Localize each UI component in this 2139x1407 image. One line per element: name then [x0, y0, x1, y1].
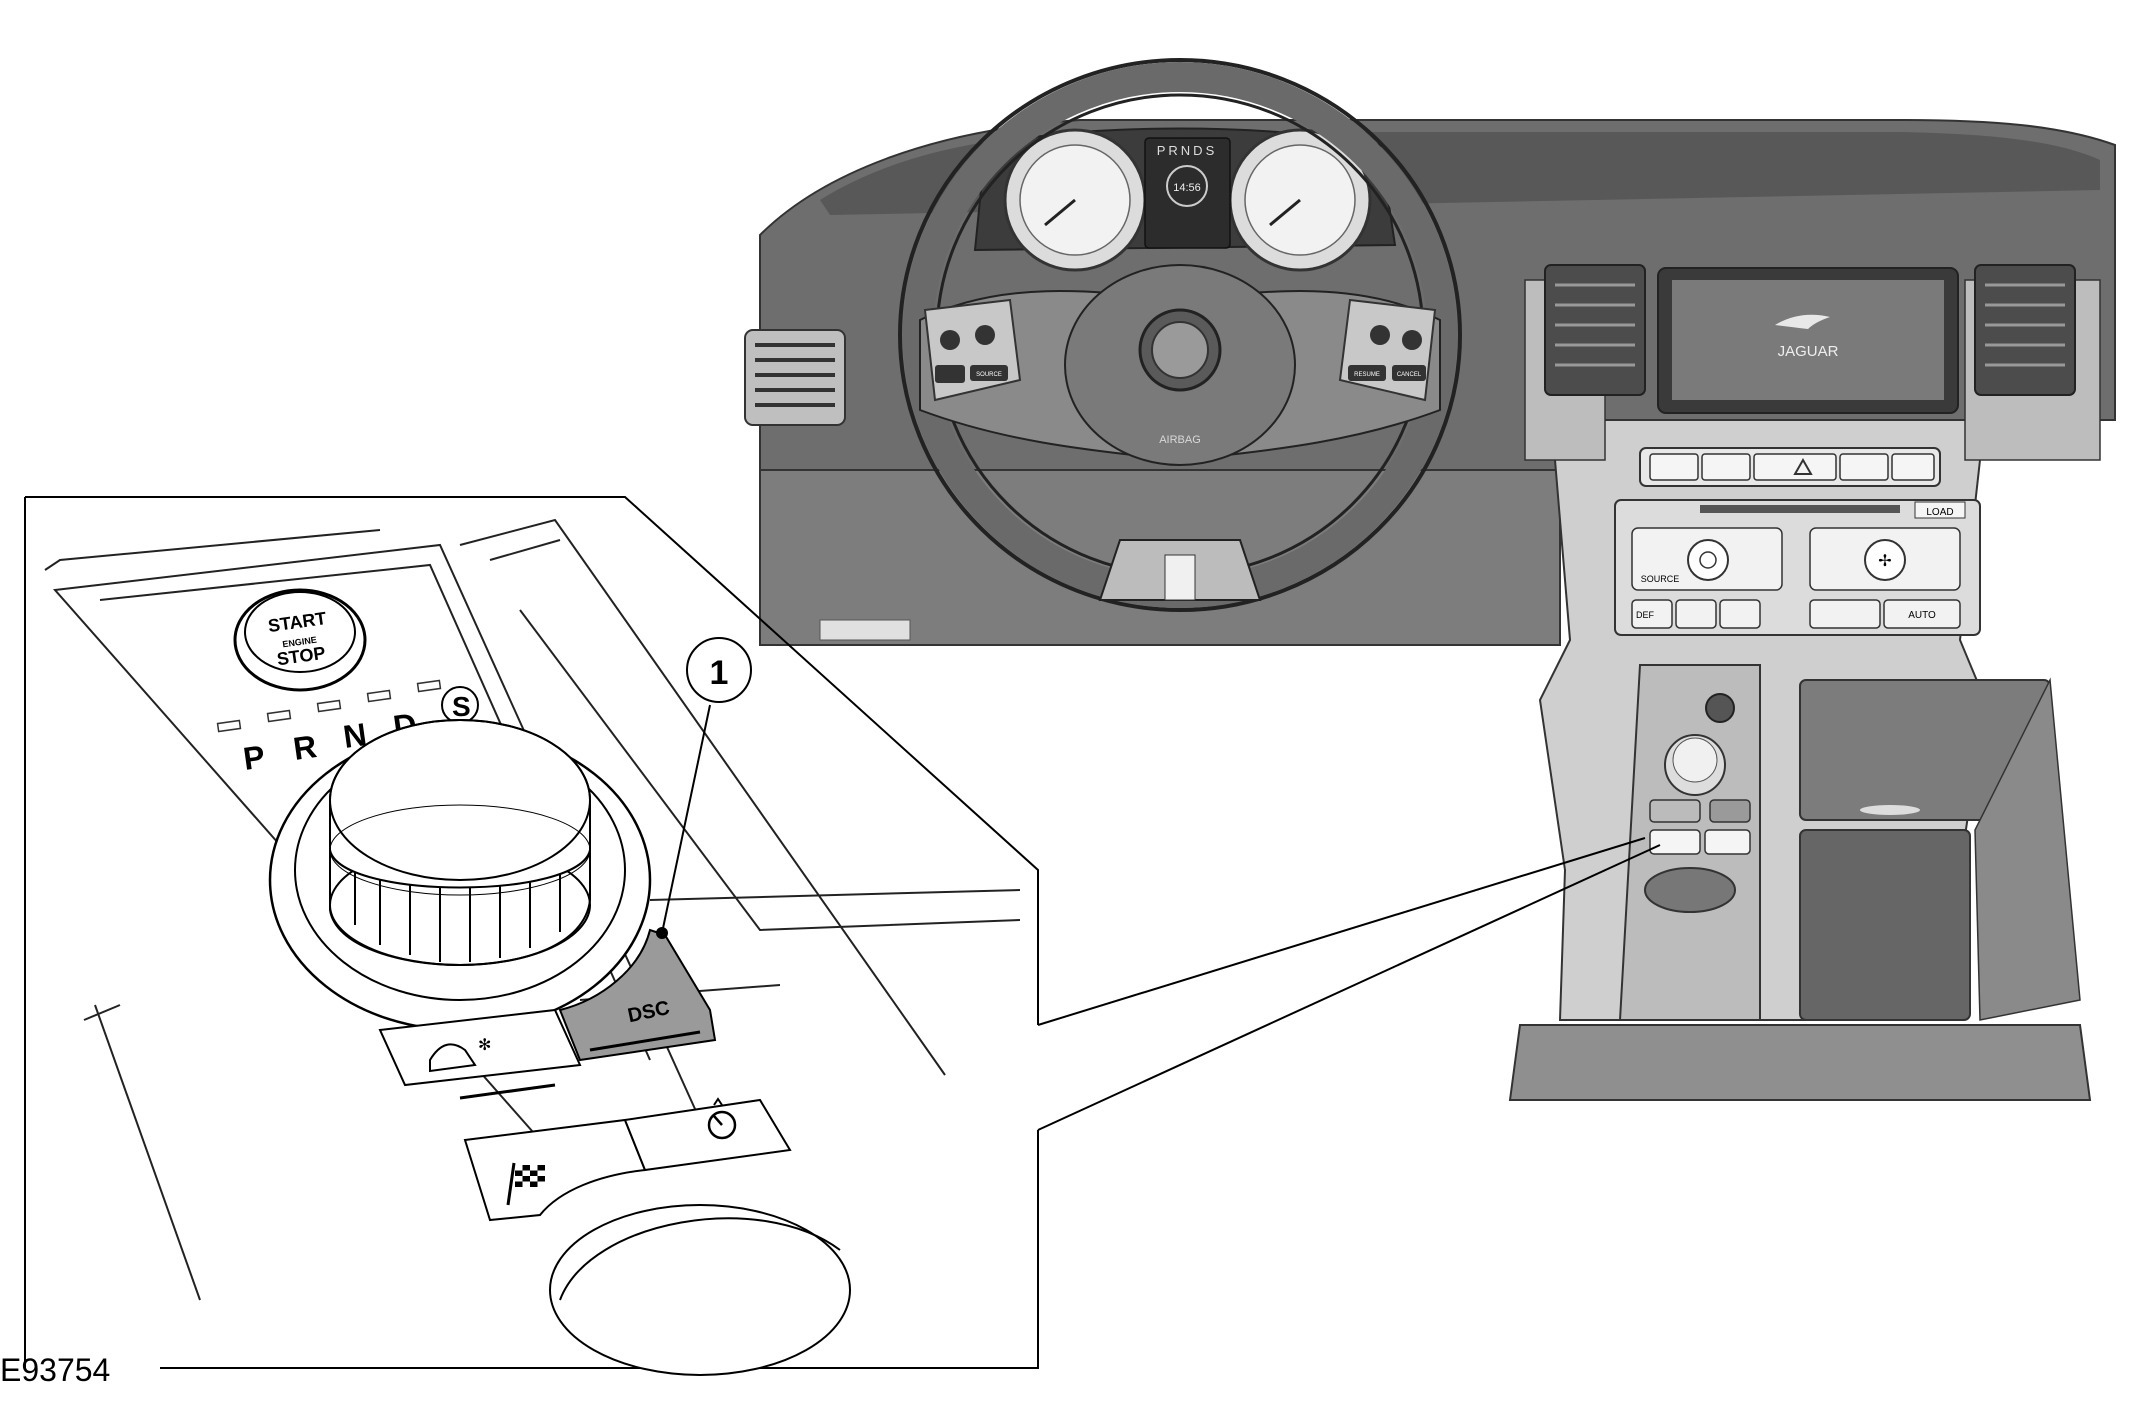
centre-left-vent: [1544, 264, 1646, 396]
winter-mode-icon: ✻: [429, 1037, 491, 1073]
leader-line-lower: [1037, 844, 1661, 1131]
screen-brand: JAGUAR: [1778, 343, 1839, 360]
engine-label: ENGINE: [282, 635, 318, 650]
fan-knob: [1864, 539, 1906, 581]
small-start-button: [1705, 693, 1735, 723]
callout-circle: [686, 637, 752, 703]
hazard-icon: [1793, 457, 1813, 475]
dashboard-illustration: JAGUAR LOAD SOURCE ✢ DEF: [744, 58, 2116, 1101]
source-label: SOURCE: [1641, 574, 1680, 584]
dynamic-mode-button: [463, 1118, 647, 1222]
auto-label: AUTO: [1908, 610, 1936, 621]
figure-reference-code: E93754: [0, 1352, 111, 1388]
def-label: DEF: [1636, 610, 1655, 620]
callout-leader: [661, 704, 711, 934]
leader-line-upper: [1037, 837, 1646, 1026]
gear-letter-p: P: [241, 738, 267, 777]
cup-holder: [549, 1204, 851, 1376]
cluster-gears: PRNDS: [1157, 143, 1218, 158]
wheel-source-label: SOURCE: [976, 372, 1002, 378]
dynamic-mode-flag-icon: [506, 1162, 545, 1206]
start-stop-button: START ENGINE STOP: [233, 588, 367, 692]
gear-letter-r: R: [291, 728, 319, 767]
touch-screen: [1672, 280, 1944, 400]
airbag-label: AIRBAG: [1159, 434, 1201, 446]
gear-letter-s: S: [452, 691, 471, 722]
detail-frame: [25, 496, 1039, 1369]
svg-text:✻: ✻: [478, 1037, 491, 1054]
detail-view: START ENGINE STOP P R N D S: [24, 496, 1039, 1376]
rotary-gear-selector: [268, 719, 652, 1032]
wheel-cancel-label: CANCEL: [1397, 372, 1422, 378]
jaguar-leaper-icon: [1775, 314, 1830, 329]
floor-edge: [1508, 1024, 2092, 1101]
wheel-resume-label: RESUME: [1354, 372, 1380, 378]
callout-number: 1: [710, 654, 729, 692]
steering-wheel: SOURCE RESUME CANCEL AIRBAG: [898, 58, 1462, 612]
speed-limiter-button: [623, 1098, 792, 1172]
fan-icon: ✢: [1878, 553, 1891, 570]
speed-limiter-icon: [707, 1097, 737, 1140]
small-cupholder: [1644, 867, 1736, 913]
message-centre: [1144, 137, 1231, 249]
centre-right-vent: [1974, 264, 2076, 396]
load-label: LOAD: [1926, 507, 1953, 518]
dsc-button: [558, 928, 717, 1062]
left-air-vent: [744, 329, 846, 426]
volume-knob: [1687, 539, 1729, 581]
cluster-clock: 14:56: [1173, 182, 1201, 194]
